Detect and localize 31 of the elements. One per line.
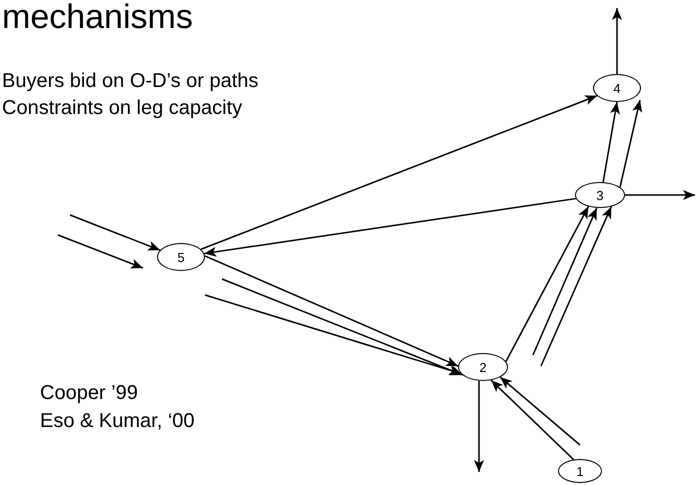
note-text: Constraints on leg capacity — [2, 97, 242, 120]
arrow — [612, 8, 622, 74]
arrow — [474, 380, 484, 472]
node-label: 4 — [613, 80, 621, 96]
arrow — [490, 380, 574, 460]
arrow — [204, 198, 576, 257]
title: mechanisms — [2, 0, 193, 37]
node-label: 2 — [479, 360, 487, 374]
node-label: 3 — [596, 188, 604, 202]
note-text: Buyers bid on O-D’s or paths — [2, 70, 258, 93]
arrow — [619, 100, 642, 188]
node-ellipse — [558, 459, 602, 483]
node-ellipse — [575, 182, 625, 208]
node-ellipse — [157, 243, 205, 271]
node-label: 1 — [576, 464, 584, 478]
note-text: Eso & Kumar, ‘00 — [40, 410, 195, 433]
arrow — [58, 234, 144, 269]
arrow — [200, 95, 598, 250]
arrow — [505, 206, 590, 362]
node-label: 5 — [177, 250, 185, 264]
arrow — [204, 255, 458, 367]
arrow — [532, 208, 598, 356]
arrow — [70, 214, 160, 251]
node-ellipse — [593, 74, 641, 102]
arrow — [500, 376, 580, 446]
arrow — [625, 190, 695, 200]
arrow — [540, 206, 612, 366]
note-text: Cooper ’99 — [40, 382, 138, 405]
arrow — [222, 278, 463, 376]
node-ellipse — [458, 353, 508, 381]
arrow — [602, 102, 620, 182]
